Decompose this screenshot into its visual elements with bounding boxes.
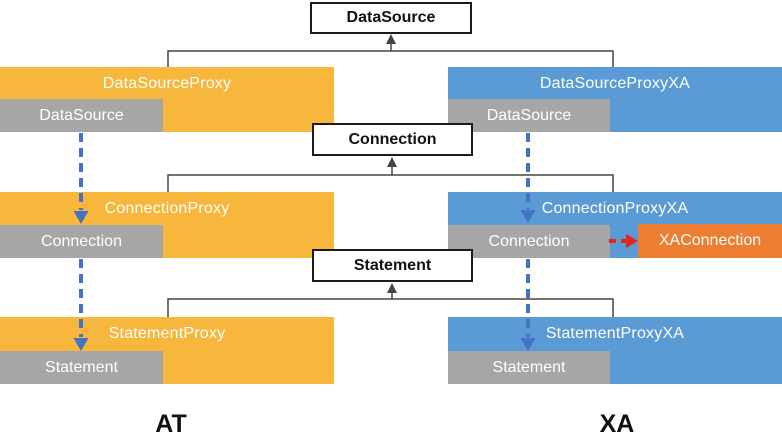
connection-inheritance-connector	[167, 157, 614, 192]
at-connection-wrapped-bar: Connection	[0, 225, 163, 258]
connectionproxyxa-label: ConnectionProxyXA	[541, 199, 689, 217]
at-column-label: AT	[155, 410, 187, 438]
xa-statement-wrapped-bar: Statement	[448, 351, 610, 384]
xaconnection-box: XAConnection	[638, 224, 782, 258]
connectionproxyxa-box: ConnectionProxyXA Connection XAConnectio…	[448, 192, 782, 258]
connectionproxy-label: ConnectionProxy	[104, 199, 230, 217]
connection-interface-box: Connection	[312, 123, 473, 156]
xa-datasource-wrapped-bar: DataSource	[448, 99, 610, 132]
xa-column-label: XA	[599, 410, 635, 438]
up-arrowhead-icon	[387, 283, 397, 293]
statementproxyxa-label: StatementProxyXA	[545, 324, 685, 342]
xa-connection-wrapped-bar: Connection	[448, 225, 610, 258]
datasource-interface-box: DataSource	[310, 2, 472, 34]
datasource-inheritance-connector	[167, 34, 614, 67]
at-statement-wrapped-bar: Statement	[0, 351, 163, 384]
datasourceproxy-box: DataSourceProxy DataSource	[0, 67, 334, 132]
connectionproxy-box: ConnectionProxy Connection	[0, 192, 334, 258]
datasourceproxyxa-label: DataSourceProxyXA	[539, 74, 691, 92]
datasourceproxy-label: DataSourceProxy	[102, 74, 232, 92]
statementproxy-label: StatementProxy	[108, 324, 226, 342]
up-arrowhead-icon	[387, 157, 397, 167]
statementproxyxa-box: StatementProxyXA Statement	[448, 317, 782, 384]
at-datasource-wrapped-bar: DataSource	[0, 99, 163, 132]
statementproxy-box: StatementProxy Statement	[0, 317, 334, 384]
datasourceproxyxa-box: DataSourceProxyXA DataSource	[448, 67, 782, 132]
statement-interface-box: Statement	[312, 249, 473, 282]
statement-inheritance-connector	[167, 283, 614, 317]
up-arrowhead-icon	[386, 34, 396, 44]
